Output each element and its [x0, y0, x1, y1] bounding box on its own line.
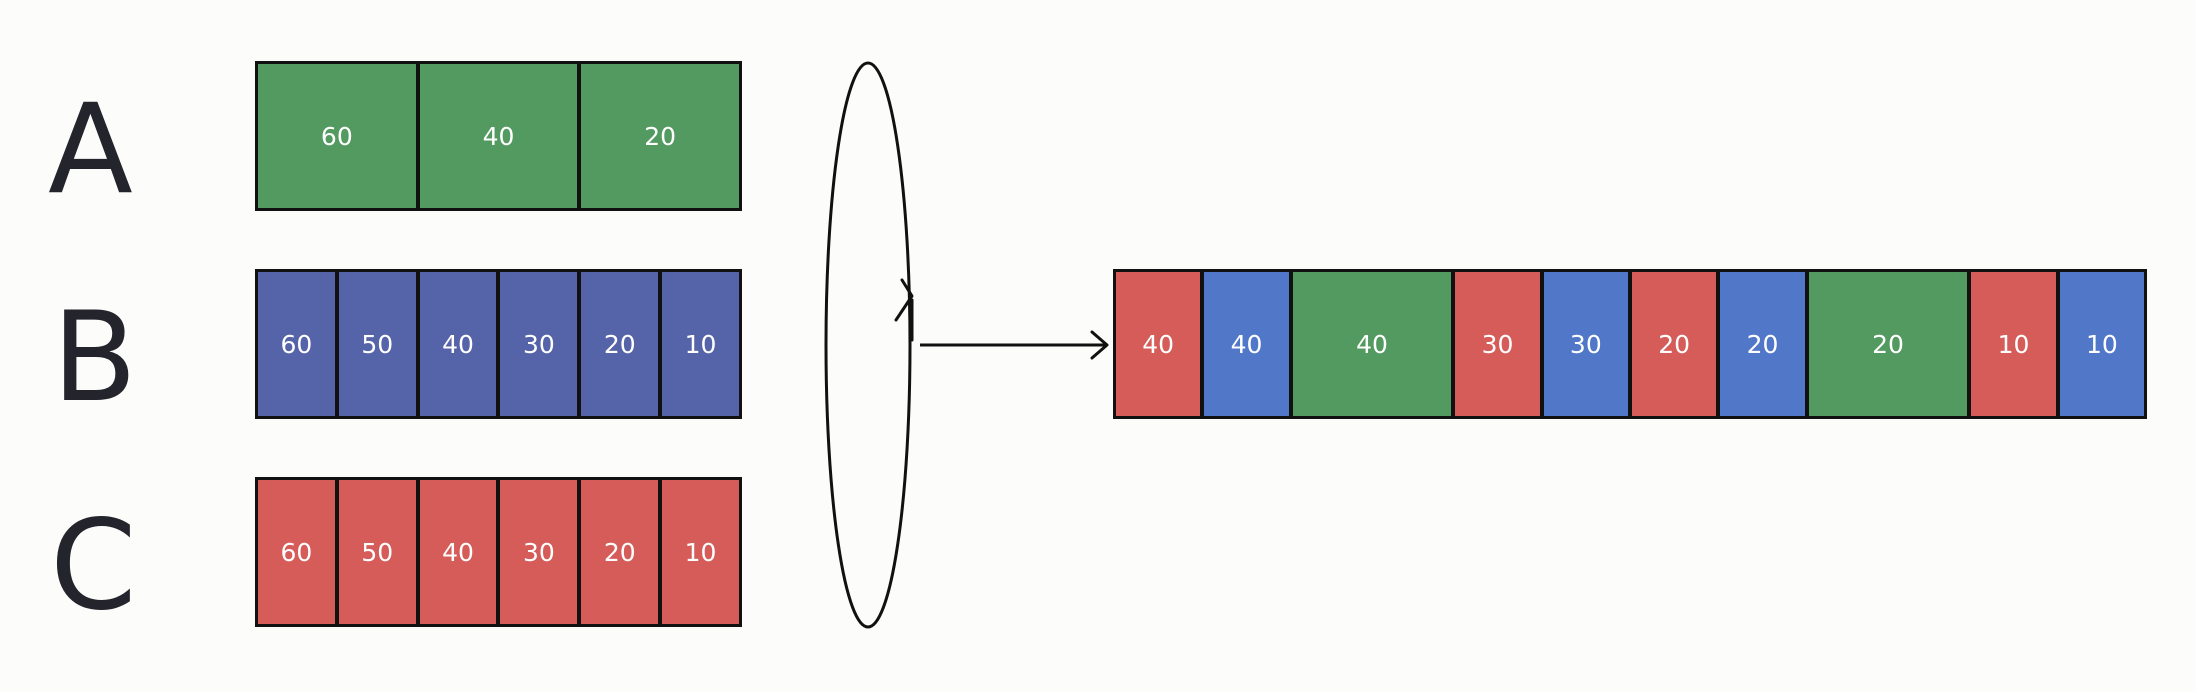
merged-cell: 40 — [1204, 272, 1289, 416]
row-label-c: C — [50, 494, 137, 638]
merge-ellipse — [824, 61, 912, 629]
row-b-cell: 30 — [500, 272, 578, 416]
row-c-cell: 50 — [338, 480, 416, 624]
row-a-cell: 40 — [419, 64, 578, 208]
row-c-boxes: 60 50 40 30 20 10 — [255, 477, 742, 627]
row-b-cell: 60 — [258, 272, 335, 416]
merged-boxes: 40 40 40 30 30 20 20 20 10 10 — [1113, 269, 2147, 419]
merged-cell: 40 — [1116, 272, 1201, 416]
row-a-cell: 60 — [258, 64, 416, 208]
row-b-cell: 50 — [338, 272, 416, 416]
merge-arrowhead — [1090, 330, 1109, 360]
row-b-cell: 20 — [581, 272, 659, 416]
row-label-a: A — [48, 78, 133, 222]
row-a-cell: 20 — [581, 64, 740, 208]
row-a-boxes: 60 40 20 — [255, 61, 742, 211]
row-b-boxes: 60 50 40 30 20 10 — [255, 269, 742, 419]
merged-cell: 40 — [1292, 272, 1452, 416]
row-label-b: B — [52, 286, 138, 430]
row-b-cell: 40 — [419, 272, 497, 416]
merged-cell: 20 — [1808, 272, 1968, 416]
merged-cell: 10 — [1971, 272, 2056, 416]
merged-cell: 30 — [1543, 272, 1629, 416]
row-c-cell: 30 — [500, 480, 578, 624]
row-b-cell: 10 — [662, 272, 739, 416]
row-c-cell: 10 — [662, 480, 739, 624]
row-c-cell: 40 — [419, 480, 497, 624]
row-c-cell: 20 — [581, 480, 659, 624]
merged-cell: 30 — [1455, 272, 1540, 416]
inner-arrowhead — [894, 278, 914, 342]
row-c-cell: 60 — [258, 480, 335, 624]
merged-cell: 20 — [1720, 272, 1805, 416]
merged-cell: 20 — [1632, 272, 1717, 416]
merged-cell: 10 — [2059, 272, 2145, 416]
